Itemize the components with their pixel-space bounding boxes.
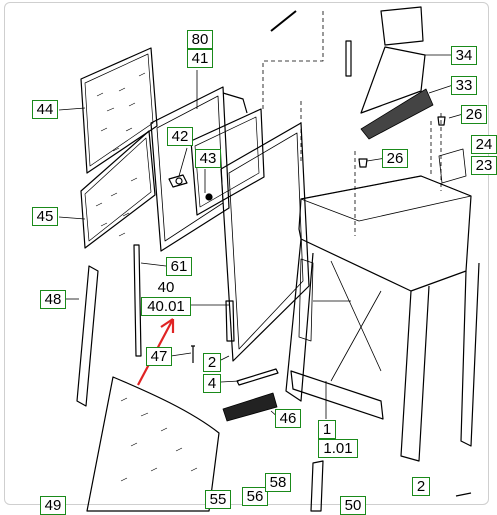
callout-49: 49 — [40, 496, 66, 515]
bottom-right-rod — [455, 492, 472, 497]
leader-lines — [262, 11, 442, 236]
callout-56: 56 — [242, 487, 268, 506]
part-1-cab — [285, 175, 480, 462]
callout-2-right: 2 — [412, 477, 430, 496]
callout-45: 45 — [32, 207, 58, 226]
part-4-strip — [236, 368, 279, 386]
callout-55: 55 — [205, 490, 231, 509]
part-48-glass — [76, 265, 99, 407]
part-44-glass — [80, 47, 158, 174]
part-43-frame — [190, 108, 265, 216]
part-34-glass — [360, 46, 426, 114]
part-26-bolts — [358, 116, 446, 168]
part-2-door-frame — [220, 122, 310, 362]
part-46-mat — [222, 392, 278, 422]
part-58-post — [310, 460, 324, 512]
part-61-rod — [133, 244, 142, 357]
part-43-fastener — [205, 193, 213, 201]
top-rod — [270, 10, 297, 32]
callout-41: 41 — [187, 49, 213, 68]
callout-61: 61 — [166, 257, 192, 276]
part-45-glass — [80, 130, 156, 249]
callout-40-01: 40.01 — [141, 297, 191, 316]
callout-34: 34 — [451, 46, 477, 65]
part-33-mesh — [360, 88, 434, 140]
diagram-canvas: 80 41 44 42 43 45 61 40 40.01 48 47 2 4 … — [4, 2, 497, 515]
part-47-screw — [191, 345, 195, 363]
callout-26-mid: 26 — [382, 149, 408, 168]
part-40-windshield — [86, 376, 220, 512]
callout-44: 44 — [32, 100, 58, 119]
callout-43: 43 — [195, 149, 221, 168]
callout-23: 23 — [471, 156, 497, 175]
callout-4: 4 — [203, 374, 221, 393]
part-24-23-panel — [438, 148, 467, 184]
callout-46: 46 — [275, 409, 301, 428]
callout-1: 1 — [318, 420, 336, 439]
callout-1-01: 1.01 — [318, 439, 358, 458]
callout-leaders — [58, 54, 471, 419]
callout-24: 24 — [471, 135, 497, 154]
callout-40: 40 — [141, 278, 191, 296]
callout-48: 48 — [40, 290, 66, 309]
top-post — [345, 40, 352, 77]
part-41-door — [150, 86, 248, 252]
callout-33: 33 — [451, 76, 477, 95]
callout-26-top: 26 — [461, 105, 487, 124]
callout-58: 58 — [265, 473, 291, 492]
callout-47: 47 — [146, 347, 172, 366]
callout-50: 50 — [340, 496, 366, 515]
callout-2-left: 2 — [203, 353, 221, 372]
part-42-handle — [168, 174, 188, 188]
callout-80: 80 — [187, 30, 213, 49]
callout-42: 42 — [167, 127, 193, 146]
top-right-panel — [380, 6, 424, 46]
